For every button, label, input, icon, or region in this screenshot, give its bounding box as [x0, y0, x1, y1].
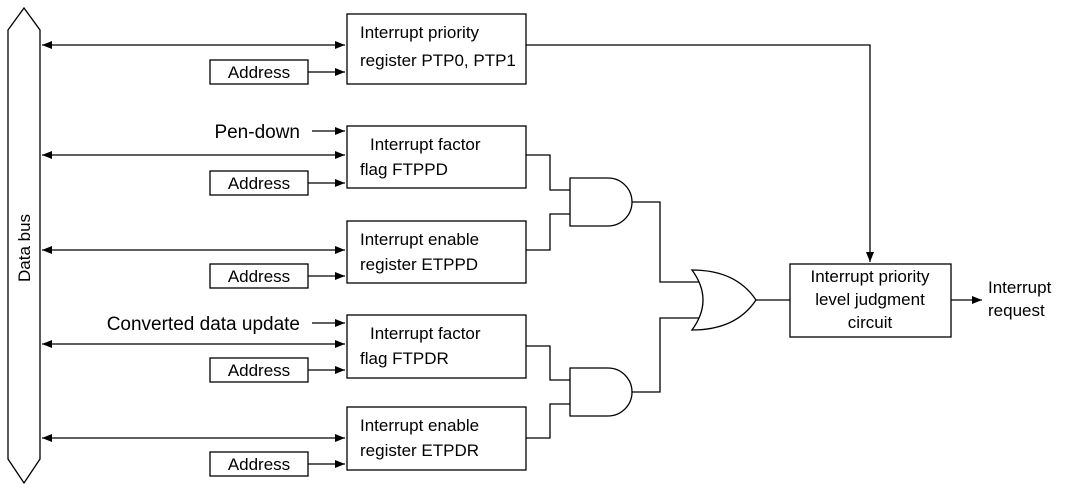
priority-register: Interrupt priority register PTP0, PTP1 [346, 13, 527, 85]
or-gate-shape [690, 269, 757, 331]
enable-etpdr: Interrupt enable register ETPDR [346, 406, 527, 471]
flag-ftppd-line1: Interrupt factor [370, 135, 481, 154]
converted-input: Converted data update [107, 314, 345, 335]
flag-ftppd-line2: flag FTPPD [360, 160, 448, 179]
enable-etppd-line2: register ETPPD [360, 255, 478, 274]
or-gate [690, 269, 790, 331]
flag-ftppd: Interrupt factor flag FTPPD [346, 125, 527, 189]
output-line1: Interrupt [988, 278, 1052, 297]
judgment-line1: Interrupt priority [810, 267, 930, 286]
pen-down-label: Pen-down [214, 122, 300, 143]
and-gate-2-shape [569, 367, 633, 417]
judgment-line2: level judgment [815, 290, 925, 309]
address-label: Address [228, 174, 290, 193]
address-box [209, 357, 309, 383]
bus-connections [42, 41, 345, 442]
and-gate-2 [526, 317, 703, 439]
priority-register-box [346, 13, 527, 85]
priority-to-judgment-line [526, 44, 874, 262]
flag-ftpdr-box [346, 314, 527, 379]
judgment-line3: circuit [848, 313, 893, 332]
and2-input-b [526, 403, 570, 439]
address-2: Address [209, 170, 345, 196]
address-4: Address [209, 357, 345, 383]
enable-etpdr-line1: Interrupt enable [360, 416, 479, 435]
and-gate-1-shape [569, 177, 633, 227]
flag-ftpdr-line1: Interrupt factor [370, 324, 481, 343]
interrupt-request-output: Interrupt request [951, 278, 1052, 320]
and1-output [632, 201, 703, 283]
and2-output [632, 317, 703, 393]
flag-ftpdr: Interrupt factor flag FTPDR [346, 314, 527, 379]
data-bus-label: Data bus [15, 214, 34, 282]
address-1: Address [209, 59, 345, 85]
enable-etpdr-line2: register ETPDR [360, 441, 479, 460]
flag-ftpdr-line2: flag FTPDR [360, 349, 449, 368]
flag-ftppd-box [346, 125, 527, 189]
data-bus: Data bus [7, 6, 41, 485]
enable-etppd-box [346, 220, 527, 284]
address-5: Address [209, 451, 345, 477]
judgment-circuit-box [789, 263, 952, 338]
enable-etppd: Interrupt enable register ETPPD [346, 220, 527, 284]
and2-input-a [526, 345, 570, 381]
judgment-circuit: Interrupt priority level judgment circui… [789, 263, 952, 338]
and1-input-a [526, 154, 570, 191]
priority-register-line2: register PTP0, PTP1 [360, 51, 516, 70]
output-line2: request [988, 301, 1045, 320]
enable-etppd-line1: Interrupt enable [360, 230, 479, 249]
and1-input-b [526, 213, 570, 251]
address-label: Address [228, 63, 290, 82]
address-label: Address [228, 455, 290, 474]
address-label: Address [228, 267, 290, 286]
converted-label: Converted data update [107, 314, 300, 335]
data-bus-shape [7, 6, 41, 485]
and-gate-1 [526, 154, 703, 283]
enable-etpdr-box [346, 406, 527, 471]
pen-down-input: Pen-down [214, 122, 345, 143]
priority-register-line1: Interrupt priority [360, 23, 480, 42]
address-3: Address [209, 263, 345, 289]
address-label: Address [228, 361, 290, 380]
